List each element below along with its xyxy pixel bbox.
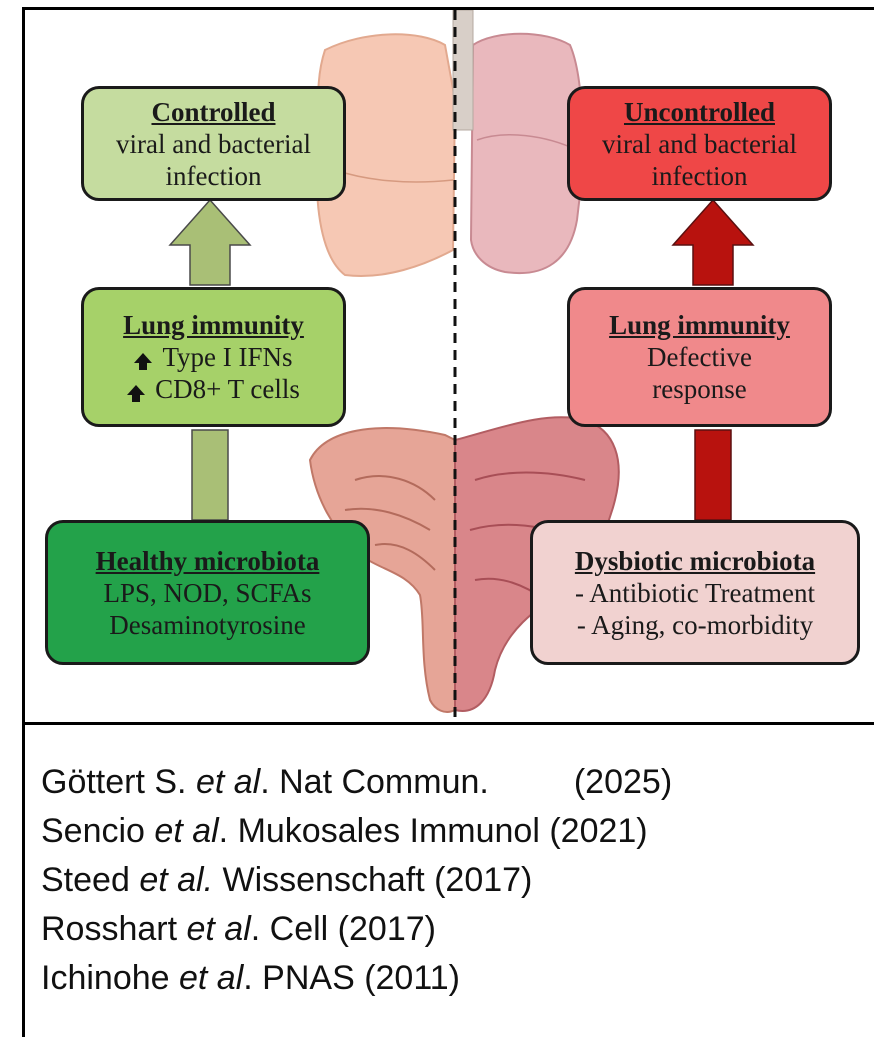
type-i-ifns-line: Type I IFNs: [134, 341, 292, 373]
dysbiotic-microbiota-title: Dysbiotic microbiota: [575, 545, 815, 577]
healthy-microbiota-line-1: LPS, NOD, SCFAs: [103, 577, 311, 609]
left-upper-arrow: [170, 200, 250, 285]
lung-immunity-title: Lung immunity: [609, 309, 790, 341]
controlled-line-2: infection: [166, 160, 262, 192]
dysbiotic-line-2: - Aging, co-morbidity: [577, 609, 813, 641]
microbiota-lung-diagram: Controlled viral and bacterial infection…: [22, 7, 874, 725]
reference-item: Göttert S. et al. Nat Commun. (2025): [41, 763, 672, 802]
defective-line-1: Defective: [647, 341, 752, 373]
up-arrow-icon: [134, 353, 152, 363]
uncontrolled-line-2: infection: [652, 160, 748, 192]
controlled-line-1: viral and bacterial: [116, 128, 311, 160]
healthy-microbiota-title: Healthy microbiota: [96, 545, 320, 577]
healthy-microbiota-line-2: Desaminotyrosine: [109, 609, 305, 641]
reference-item: Steed et al. Wissenschaft (2017): [41, 861, 532, 900]
controlled-title: Controlled: [151, 96, 275, 128]
uncontrolled-title: Uncontrolled: [624, 96, 775, 128]
lung-immunity-healthy-box: Lung immunity Type I IFNs CD8+ T cells: [81, 287, 346, 427]
up-arrow-icon: [127, 385, 145, 395]
healthy-microbiota-box: Healthy microbiota LPS, NOD, SCFAs Desam…: [45, 520, 370, 665]
dysbiotic-microbiota-box: Dysbiotic microbiota - Antibiotic Treatm…: [530, 520, 860, 665]
controlled-infection-box: Controlled viral and bacterial infection: [81, 86, 346, 201]
defective-line-2: response: [652, 373, 746, 405]
right-lower-arrow: [695, 430, 731, 520]
reference-item: Sencio et al. Mukosales Immunol (2021): [41, 812, 648, 851]
right-upper-arrow: [673, 200, 753, 285]
lung-immunity-defective-box: Lung immunity Defective response: [567, 287, 832, 427]
uncontrolled-infection-box: Uncontrolled viral and bacterial infecti…: [567, 86, 832, 201]
reference-list: Göttert S. et al. Nat Commun. (2025) Sen…: [22, 725, 874, 1037]
lung-immunity-title: Lung immunity: [123, 309, 304, 341]
diseased-lung-illustration: [471, 34, 582, 273]
dysbiotic-line-1: - Antibiotic Treatment: [575, 577, 815, 609]
cd8-t-cells-line: CD8+ T cells: [127, 373, 300, 405]
uncontrolled-line-1: viral and bacterial: [602, 128, 797, 160]
left-lower-arrow: [192, 430, 228, 520]
reference-item: Ichinohe et al. PNAS (2011): [41, 959, 460, 998]
reference-item: Rosshart et al. Cell (2017): [41, 910, 436, 949]
